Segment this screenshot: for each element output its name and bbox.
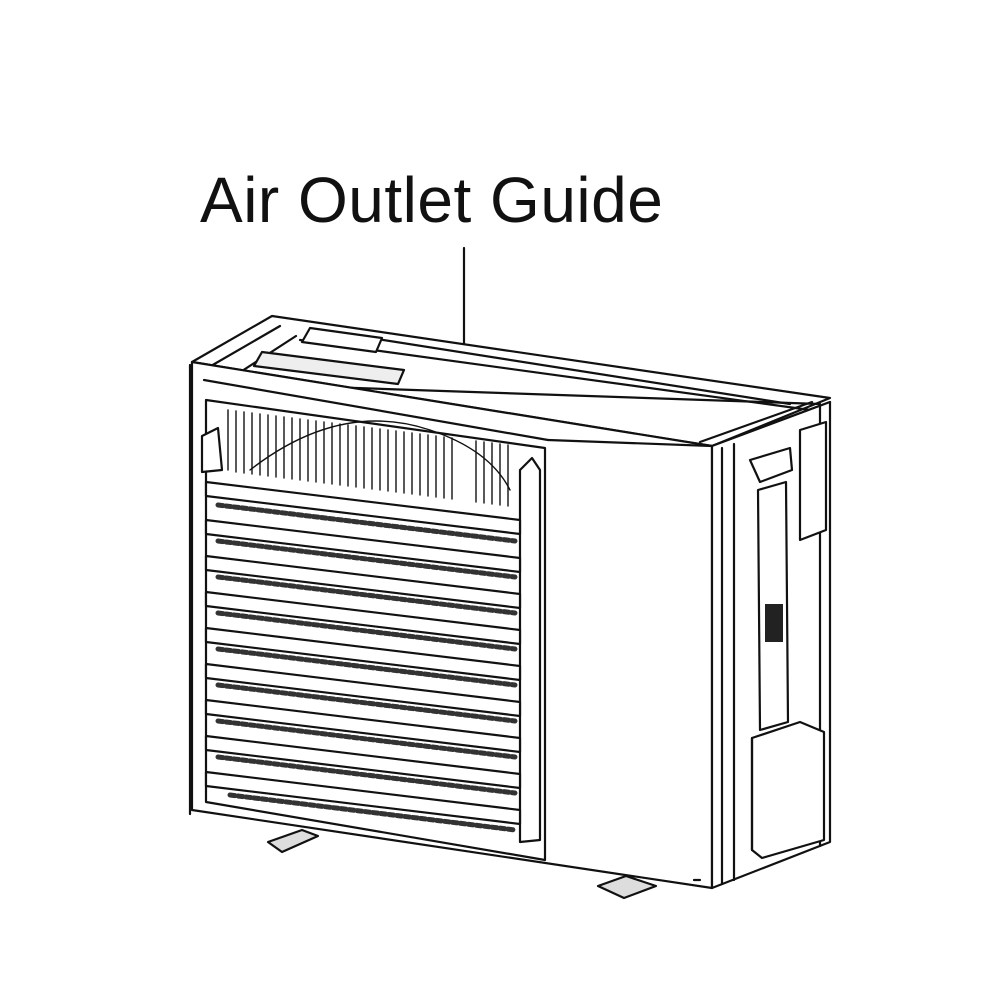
- air-outlet-guide-label: Air Outlet Guide: [200, 164, 664, 236]
- foot-right: [596, 874, 658, 900]
- foot-left: [266, 828, 320, 854]
- louvres: [204, 480, 522, 826]
